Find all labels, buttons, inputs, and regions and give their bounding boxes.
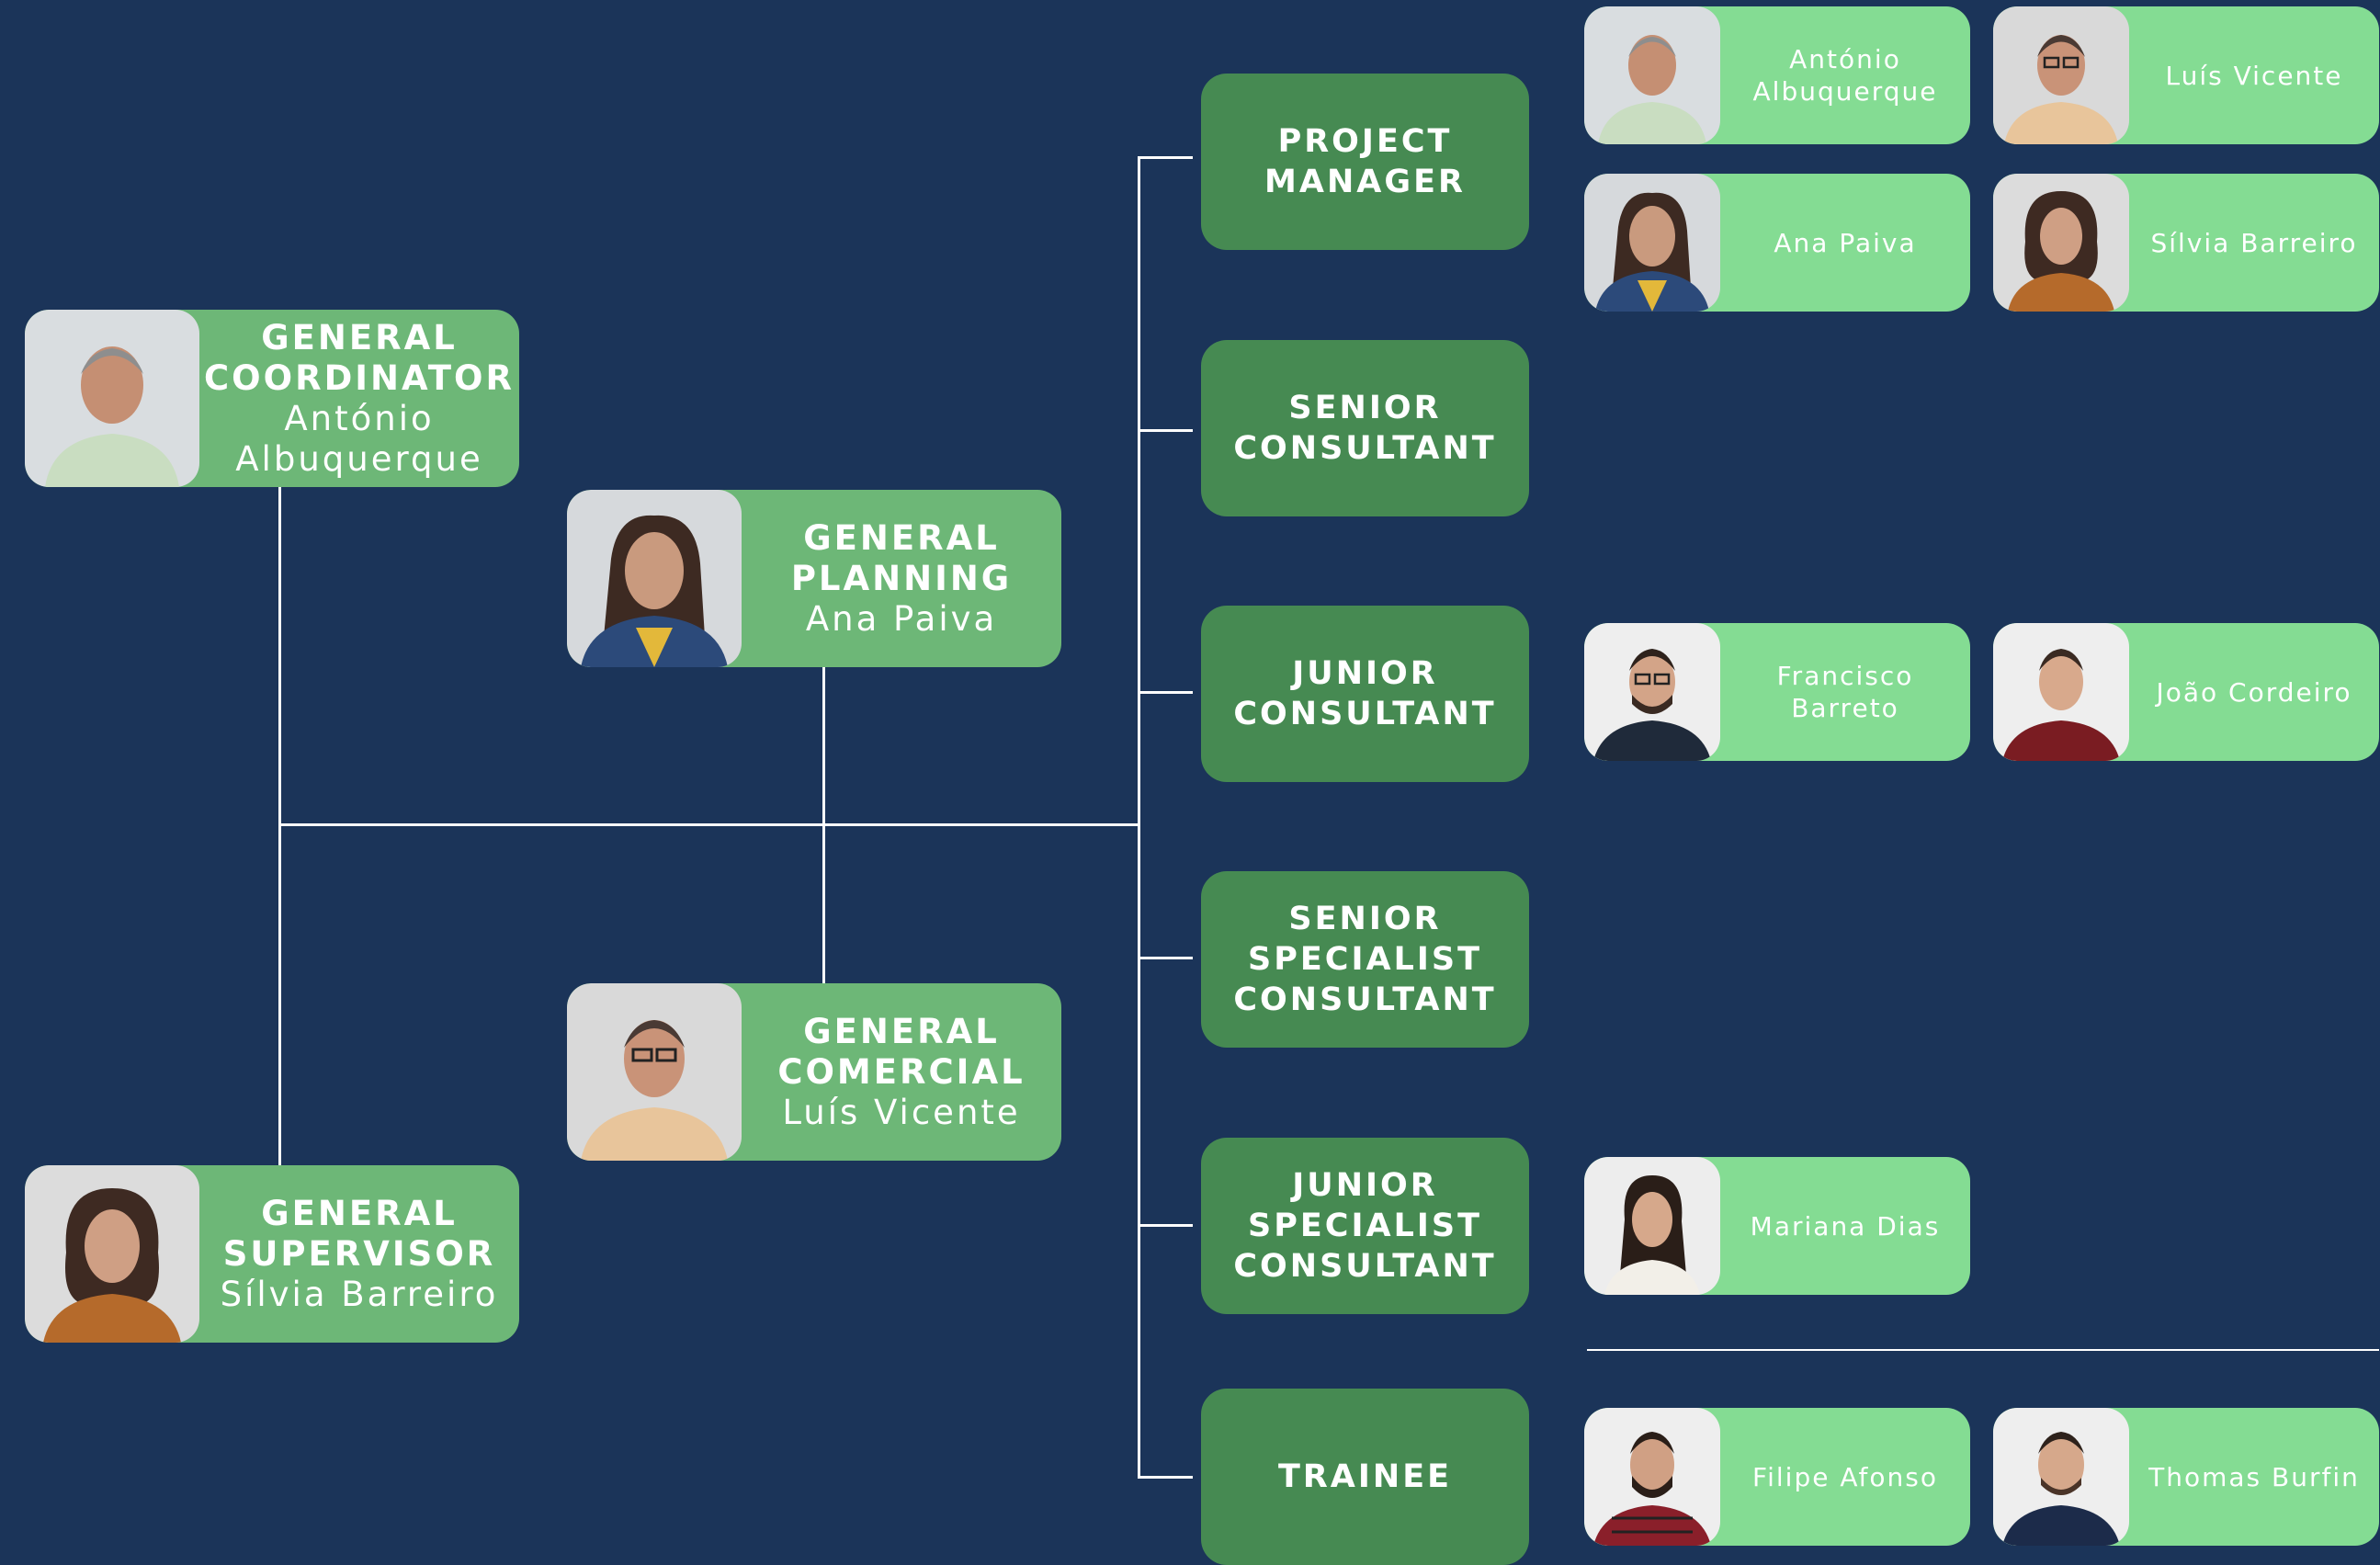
person-card: Francisco Barreto: [1584, 623, 1970, 761]
person-name: Francisco Barreto: [1776, 661, 1914, 723]
person-card: Ana Paiva: [1584, 174, 1970, 312]
person-photo-icon: [567, 983, 742, 1161]
person-photo-icon: [1993, 1408, 2129, 1546]
person-name: Thomas Burfin: [2148, 1461, 2360, 1492]
role-project-manager: PROJECT MANAGER: [1201, 74, 1529, 250]
role-junior-specialist-consultant: JUNIOR SPECIALIST CONSULTANT: [1201, 1138, 1529, 1314]
person-card: Sílvia Barreiro: [1993, 174, 2379, 312]
person-card: Luís Vicente: [1993, 6, 2379, 144]
leader-card-general-supervisor: GENERAL SUPERVISOR Sílvia Barreiro: [25, 1165, 519, 1343]
person-name: António Albuquerque: [1752, 44, 1938, 107]
person-photo-icon: [1584, 6, 1720, 144]
person-card: António Albuquerque: [1584, 6, 1970, 144]
connector-role-project-manager: [1138, 156, 1193, 159]
leader-name: Sílvia Barreiro: [220, 1274, 499, 1314]
person-name: João Cordeiro: [2156, 676, 2352, 708]
person-photo-icon: [1584, 1408, 1720, 1546]
connector-horizontal-main: [278, 823, 1139, 826]
leader-card-general-planning: GENERAL PLANNING Ana Paiva: [567, 490, 1061, 667]
leader-role: GENERAL PLANNING: [790, 517, 1013, 598]
leader-card-general-comercial: GENERAL COMERCIAL Luís Vicente: [567, 983, 1061, 1161]
person-name: Luís Vicente: [2165, 60, 2343, 91]
leader-card-general-coordinator: GENERAL COORDINATOR António Albuquerque: [25, 310, 519, 487]
leader-name: Luís Vicente: [782, 1092, 1021, 1132]
role-junior-consultant: JUNIOR CONSULTANT: [1201, 606, 1529, 782]
person-card: João Cordeiro: [1993, 623, 2379, 761]
connector-role-senior-consultant: [1138, 429, 1193, 432]
connector-planning-comercial: [822, 666, 825, 983]
leader-name: António Albuquerque: [235, 398, 483, 479]
leader-role: GENERAL COMERCIAL: [777, 1011, 1026, 1092]
person-card: Mariana Dias: [1584, 1157, 1970, 1295]
person-name: Mariana Dias: [1750, 1210, 1941, 1242]
person-photo-icon: [1584, 174, 1720, 312]
person-photo-icon: [567, 490, 742, 667]
person-photo-icon: [1993, 174, 2129, 312]
person-photo-icon: [1584, 1157, 1720, 1295]
leader-role: GENERAL SUPERVISOR: [222, 1193, 496, 1274]
connector-coordinator-supervisor: [278, 487, 281, 1167]
person-card: Thomas Burfin: [1993, 1408, 2379, 1546]
role-senior-consultant: SENIOR CONSULTANT: [1201, 340, 1529, 516]
connector-role-senior-specialist: [1138, 957, 1193, 959]
person-name: Sílvia Barreiro: [2150, 227, 2358, 258]
connector-role-junior-specialist: [1138, 1224, 1193, 1227]
connector-roles-trunk: [1138, 156, 1140, 1478]
role-trainee: TRAINEE: [1201, 1389, 1529, 1565]
person-photo-icon: [25, 1165, 199, 1343]
leader-name: Ana Paiva: [805, 598, 998, 639]
connector-role-junior-consultant: [1138, 691, 1193, 694]
section-divider: [1587, 1349, 2379, 1351]
person-card: Filipe Afonso: [1584, 1408, 1970, 1546]
person-photo-icon: [1993, 623, 2129, 761]
person-name: Ana Paiva: [1774, 227, 1917, 258]
person-photo-icon: [1993, 6, 2129, 144]
connector-role-trainee: [1138, 1476, 1193, 1479]
person-photo-icon: [1584, 623, 1720, 761]
person-photo-icon: [25, 310, 199, 487]
role-senior-specialist-consultant: SENIOR SPECIALIST CONSULTANT: [1201, 871, 1529, 1048]
leader-role: GENERAL COORDINATOR: [204, 317, 515, 398]
person-name: Filipe Afonso: [1752, 1461, 1938, 1492]
